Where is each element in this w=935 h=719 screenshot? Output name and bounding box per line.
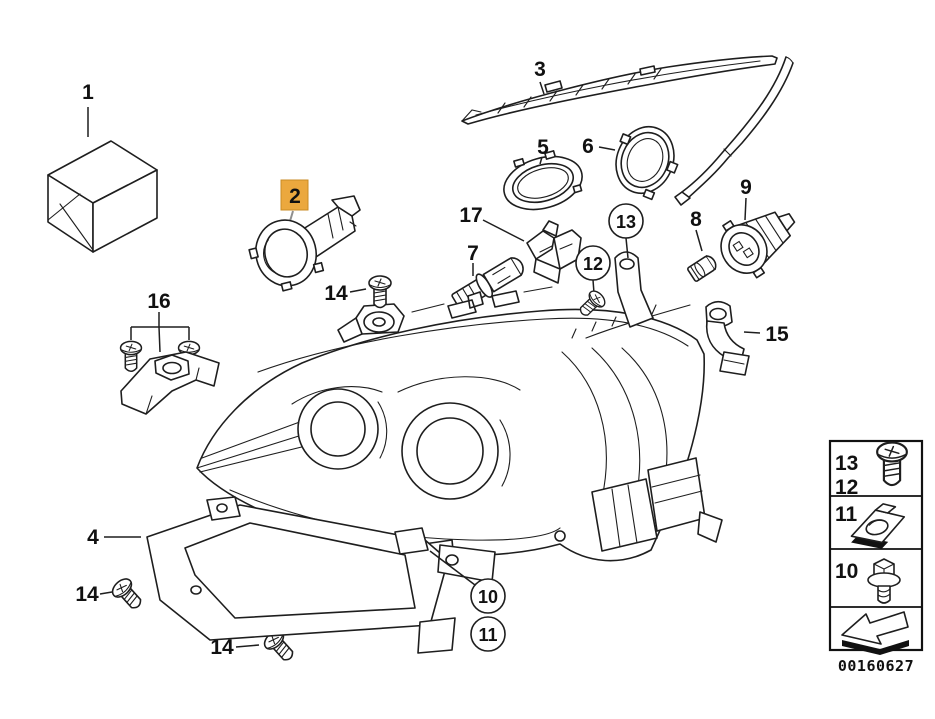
part-1-drawing-carton xyxy=(47,140,158,253)
part-16-drawing-bracket xyxy=(119,340,220,415)
part-4-drawing-carrier-frame xyxy=(146,496,496,654)
part-17-drawing-holder xyxy=(526,220,582,284)
callout-16[interactable]: 16 xyxy=(147,290,170,313)
callout-14-top[interactable]: 14 xyxy=(324,282,348,305)
drawing-number: 00160627 xyxy=(838,657,914,675)
callout-1[interactable]: 1 xyxy=(82,81,94,104)
leader-10-11 xyxy=(429,550,476,586)
callout-13: 13 xyxy=(616,212,636,232)
part-2-drawing-socket xyxy=(248,195,361,292)
leader-9 xyxy=(744,197,747,221)
highlighted-callout-2[interactable]: 2 xyxy=(280,179,309,211)
flange-bolt-icon xyxy=(867,558,901,604)
leader-3 xyxy=(539,81,545,95)
circled-callout-10[interactable]: 10 xyxy=(470,578,506,614)
legend-label-13[interactable]: 13 xyxy=(835,452,858,475)
part-9-drawing-socket xyxy=(720,211,796,279)
part-6-drawing-ring xyxy=(615,125,679,201)
direction-arrow-icon xyxy=(841,611,909,655)
callout-2[interactable]: 2 xyxy=(289,185,301,208)
part-5-drawing-ring xyxy=(503,150,583,211)
legend-label-10[interactable]: 10 xyxy=(835,560,858,583)
callout-2-highlight xyxy=(280,179,309,211)
leader-5 xyxy=(539,156,543,165)
circled-callout-13[interactable]: 13 xyxy=(608,203,644,239)
callout-4[interactable]: 4 xyxy=(87,526,99,549)
part-14-drawing-screw-top xyxy=(368,275,392,309)
part-8-drawing-bulb xyxy=(687,255,717,282)
leader-14-top xyxy=(349,288,367,293)
callout-10: 10 xyxy=(478,587,498,607)
leader-8 xyxy=(695,229,703,252)
headlight-assembly-drawing xyxy=(196,251,723,564)
callout-5[interactable]: 5 xyxy=(537,136,549,159)
callout-14-mid[interactable]: 14 xyxy=(210,636,234,659)
leader-13 xyxy=(625,237,629,259)
seal-strip-drawing xyxy=(674,56,794,206)
callout-8[interactable]: 8 xyxy=(690,208,702,231)
leader-14-left xyxy=(99,591,113,595)
callout-3[interactable]: 3 xyxy=(534,58,546,81)
leader-6 xyxy=(598,146,616,151)
part-14-drawing-screw-left xyxy=(108,574,148,615)
speed-nut-clip-icon xyxy=(850,503,906,549)
circled-callout-12[interactable]: 12 xyxy=(575,245,611,281)
part-15-drawing-bracket xyxy=(705,300,750,376)
legend-label-12[interactable]: 12 xyxy=(835,476,858,499)
callout-11: 11 xyxy=(478,625,497,645)
callout-15[interactable]: 15 xyxy=(765,323,789,346)
leader-14-mid xyxy=(235,644,260,648)
callout-14-left[interactable]: 14 xyxy=(75,583,99,606)
legend-label-11[interactable]: 11 xyxy=(835,503,858,526)
callout-6[interactable]: 6 xyxy=(582,135,594,158)
part-3-drawing-trim-strip xyxy=(461,55,778,125)
callout-7[interactable]: 7 xyxy=(467,242,479,265)
leader-15 xyxy=(743,331,761,334)
callout-17[interactable]: 17 xyxy=(459,204,482,227)
legend-box: 13 12 11 10 xyxy=(828,439,924,655)
callout-12: 12 xyxy=(583,254,603,274)
circled-callout-11[interactable]: 11 xyxy=(470,616,506,652)
leader-16 xyxy=(130,312,190,353)
leader-17 xyxy=(482,219,525,242)
callout-9[interactable]: 9 xyxy=(740,176,752,199)
